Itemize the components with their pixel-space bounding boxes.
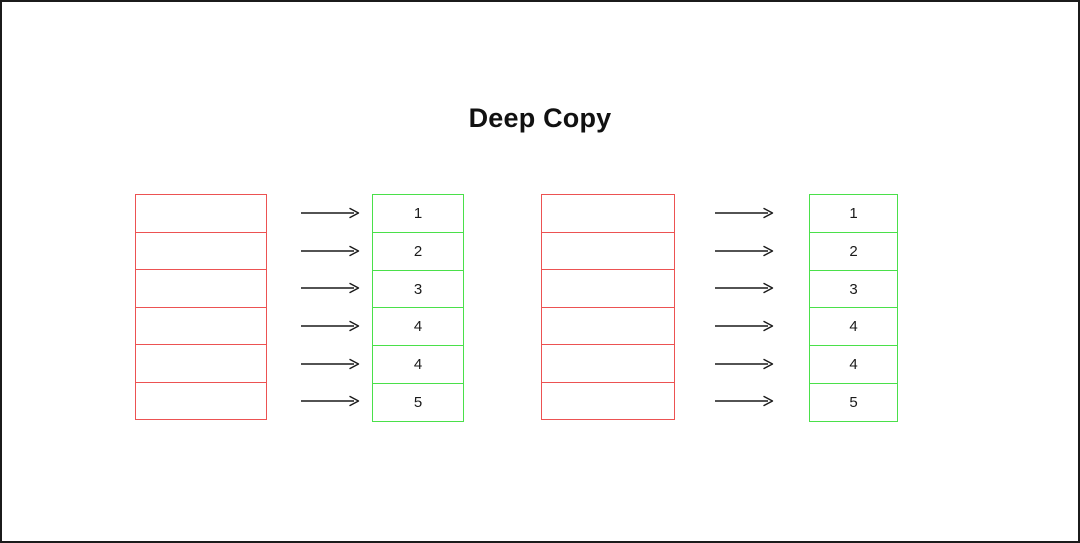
- copy-cell: 2: [810, 232, 897, 271]
- arrow-right-icon: [708, 307, 782, 345]
- arrow-right-icon: [708, 194, 782, 232]
- copy-cell: 4: [810, 346, 897, 385]
- source-array-1: [135, 194, 267, 420]
- arrow-right-icon: [708, 382, 782, 420]
- copy-cell: 3: [373, 270, 463, 309]
- arrow-right-icon: [294, 269, 368, 307]
- copied-array-2: 1 2 3 4 4 5: [809, 194, 898, 422]
- source-cell: [136, 270, 266, 308]
- copy-cell: 1: [373, 195, 463, 233]
- source-cell: [542, 195, 674, 233]
- source-cell: [136, 382, 266, 419]
- arrow-right-icon: [708, 232, 782, 270]
- arrow-right-icon: [708, 345, 782, 383]
- source-cell: [136, 345, 266, 383]
- page-title: Deep Copy: [468, 103, 612, 133]
- copy-cell: 5: [373, 384, 463, 421]
- source-array-2: [541, 194, 675, 420]
- source-cell: [542, 307, 674, 345]
- arrow-right-icon: [294, 232, 368, 270]
- arrow-right-icon: [708, 269, 782, 307]
- arrow-right-icon: [294, 382, 368, 420]
- source-cell: [542, 382, 674, 419]
- copy-cell: 2: [373, 232, 463, 271]
- copy-cell: 4: [810, 308, 897, 347]
- copy-cell: 1: [810, 195, 897, 233]
- source-cell: [136, 232, 266, 270]
- copy-cell: 5: [810, 384, 897, 421]
- source-cell: [136, 307, 266, 345]
- source-cell: [542, 345, 674, 383]
- copy-arrows-1: [294, 194, 368, 420]
- copied-array-1: 1 2 3 4 4 5: [372, 194, 464, 422]
- copy-cell: 4: [373, 346, 463, 385]
- arrow-right-icon: [294, 194, 368, 232]
- source-cell: [542, 232, 674, 270]
- arrow-right-icon: [294, 307, 368, 345]
- source-cell: [136, 195, 266, 233]
- arrow-right-icon: [294, 345, 368, 383]
- copy-cell: 3: [810, 270, 897, 309]
- copy-cell: 4: [373, 308, 463, 347]
- copy-arrows-2: [708, 194, 782, 420]
- source-cell: [542, 270, 674, 308]
